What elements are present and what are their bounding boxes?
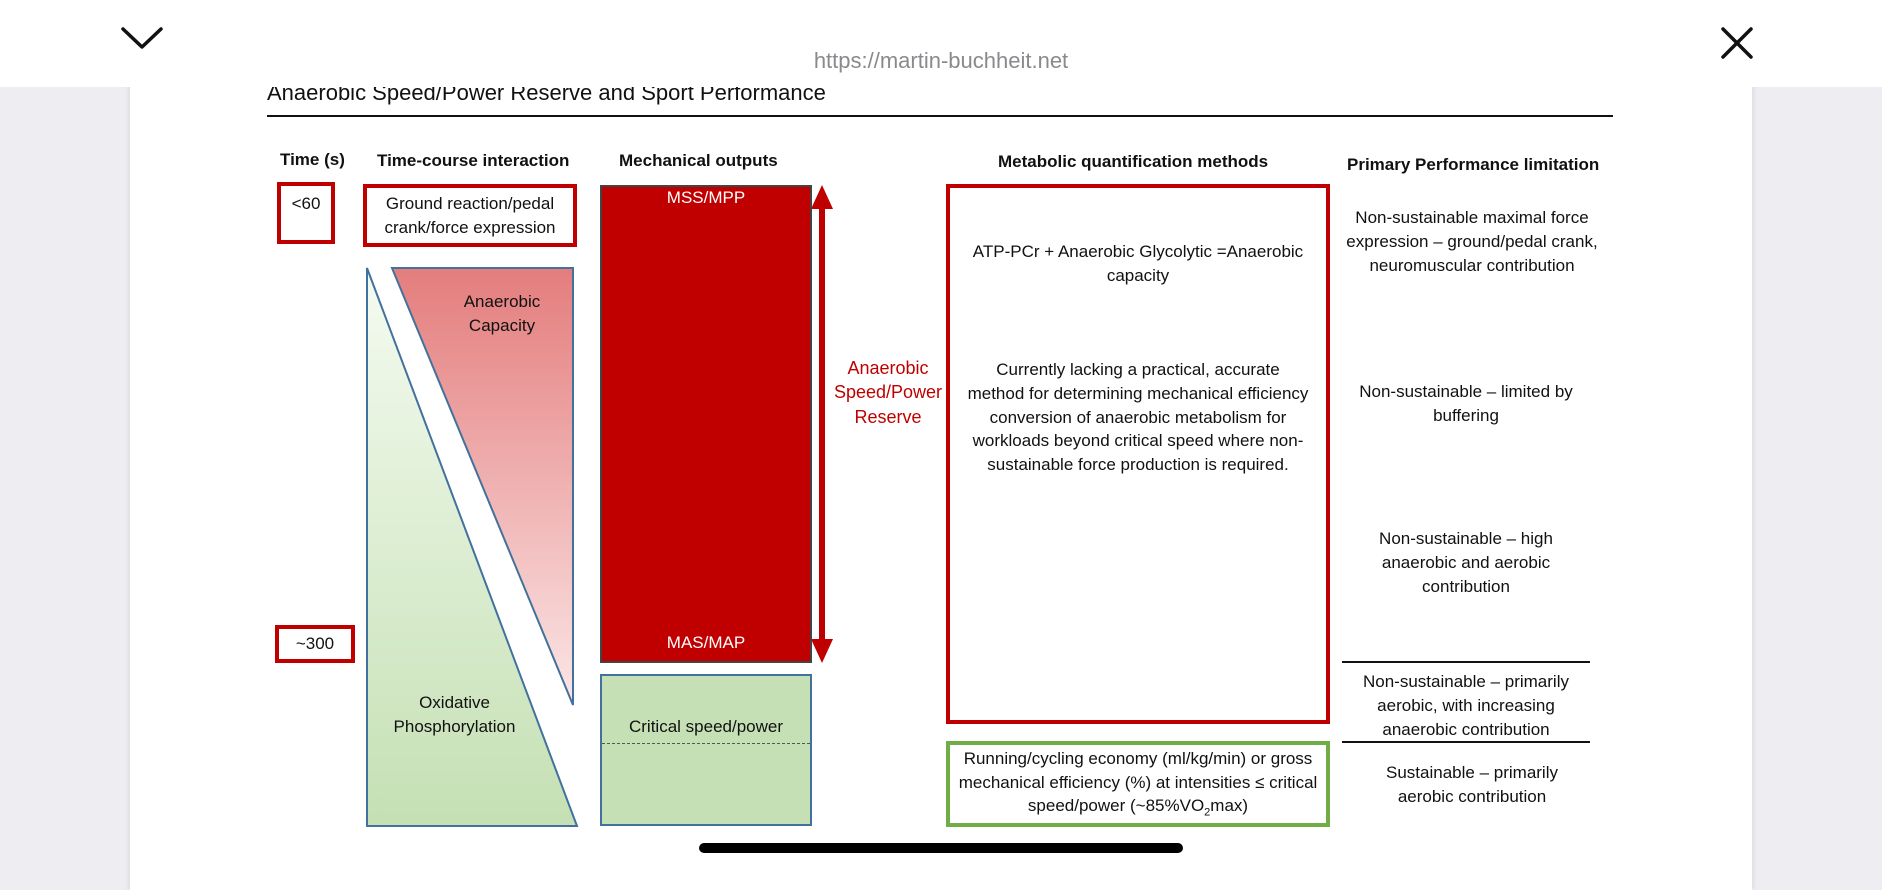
chevron-down-icon[interactable] — [120, 24, 164, 56]
lacking-method-text: Currently lacking a practical, accurate … — [967, 360, 1309, 475]
economy-main: Running/cycling economy (ml/kg/min) or g… — [958, 748, 1318, 816]
header-limitation: Primary Performance limitation — [1347, 155, 1600, 174]
mss-mpp-label: MSS/MPP — [666, 188, 746, 207]
limitation-divider-bottom — [1342, 741, 1590, 743]
time-300-label: ~300 — [295, 634, 335, 654]
economy-subscript: 2 — [1204, 806, 1211, 819]
anaerobic-capacity-label: Anaerobic Capacity — [463, 292, 541, 335]
header-time-course: Time-course interaction — [377, 151, 570, 170]
critical-speed-label: Critical speed/power — [628, 717, 783, 736]
critical-dashed-line — [602, 743, 810, 744]
time-box-300: ~300 — [275, 625, 355, 663]
limitation-5: Sustainable – primarily aerobic contribu… — [1386, 763, 1558, 806]
economy-tail: max) — [1210, 796, 1249, 816]
mechanical-red-block — [600, 185, 812, 663]
home-indicator[interactable] — [699, 843, 1183, 853]
reserve-label: Anaerobic Speed/Power Reserve — [833, 358, 943, 427]
ground-reaction-box: Ground reaction/pedal crank/force expres… — [363, 184, 577, 247]
header-mechanical: Mechanical outputs — [619, 151, 778, 170]
title-divider — [267, 115, 1613, 117]
reserve-arrow-head-up — [811, 185, 833, 209]
time-course-triangles — [366, 185, 833, 827]
limitation-4: Non-sustainable – primarily aerobic, wit… — [1363, 672, 1569, 739]
close-icon[interactable] — [1720, 26, 1754, 64]
oxidative-phosphorylation-triangle — [366, 267, 579, 827]
limitation-2: Non-sustainable – limited by buffering — [1359, 382, 1573, 425]
mas-map-label: MAS/MAP — [666, 633, 746, 652]
header-metabolic: Metabolic quantification methods — [998, 152, 1269, 171]
critical-speed-block — [600, 674, 812, 826]
header-time: Time (s) — [280, 150, 345, 169]
anaerobic-capacity-triangle — [390, 267, 574, 706]
browser-top-bar: https://martin-buchheit.net — [0, 0, 1882, 87]
limitation-3: Non-sustainable – high anaerobic and aer… — [1379, 529, 1553, 596]
economy-green-box: Running/cycling economy (ml/kg/min) or g… — [946, 741, 1330, 827]
ground-reaction-label: Ground reaction/pedal crank/force expres… — [384, 193, 556, 237]
limitation-1: Non-sustainable maximal force expression… — [1346, 208, 1598, 275]
reserve-arrow-head-down — [811, 639, 833, 663]
metabolic-red-box — [946, 184, 1330, 724]
atp-pcr-text: ATP-PCr + Anaerobic Glycolytic =Anaerobi… — [972, 242, 1304, 285]
oxidative-phosphorylation-label: Oxidative Phosphorylation — [393, 693, 516, 736]
url-display[interactable]: https://martin-buchheit.net — [813, 48, 1069, 73]
time-60-label: <60 — [291, 194, 321, 213]
time-box-60: <60 — [277, 182, 335, 244]
economy-text: Running/cycling economy (ml/kg/min) or g… — [950, 747, 1326, 821]
limitation-divider-top — [1342, 661, 1590, 663]
